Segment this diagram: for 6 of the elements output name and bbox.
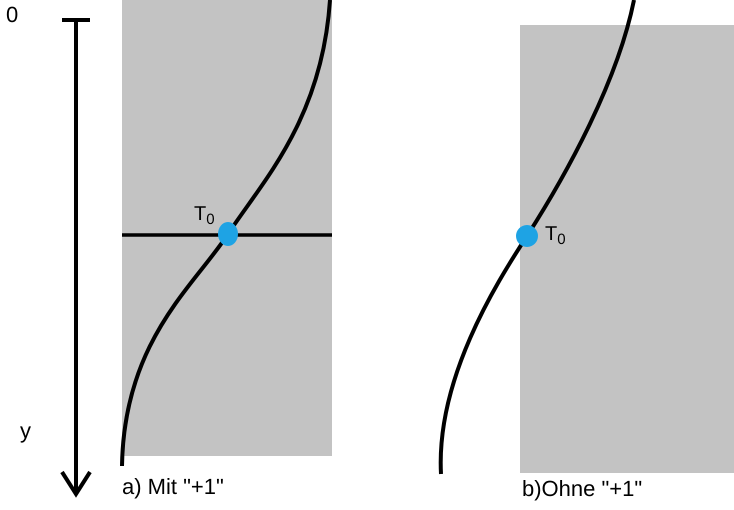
axis-label: y — [20, 420, 31, 442]
point-label: T$_{0}$ — [545, 224, 566, 244]
point-label: T$_{0}$ — [194, 204, 215, 224]
panel-caption: a) Mit "+1" — [122, 476, 224, 498]
panel-caption: b)Ohne "+1" — [522, 478, 642, 500]
axis-origin-label: 0 — [6, 4, 18, 26]
